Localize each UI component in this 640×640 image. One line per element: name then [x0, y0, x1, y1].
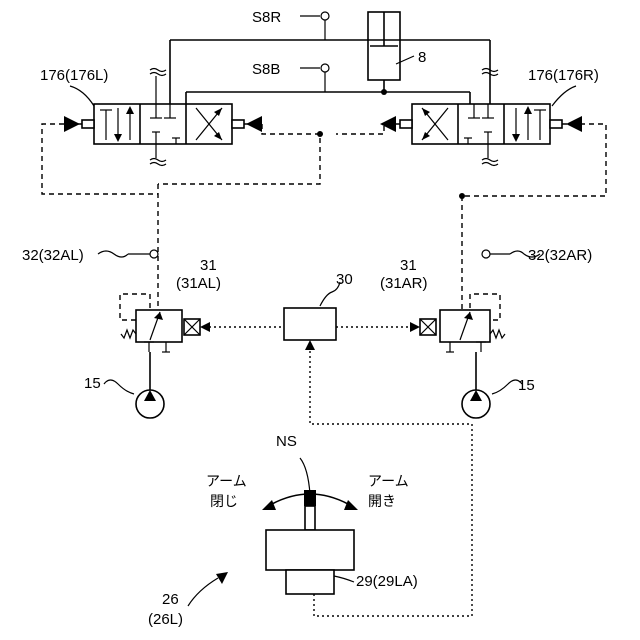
- label-device-26l: (26L): [148, 611, 183, 628]
- control-valve-31al: [120, 294, 200, 352]
- label-31al: (31AL): [176, 275, 221, 292]
- label-sensor-29: 29(29LA): [356, 573, 418, 590]
- pump-left: [104, 352, 164, 418]
- label-arm-close-1: アーム: [206, 474, 247, 490]
- label-pump-left: 15: [84, 375, 101, 392]
- label-valve-left: 176(176L): [40, 67, 108, 84]
- label-pump-right: 15: [518, 377, 535, 394]
- label-31-left: 31: [200, 257, 217, 274]
- control-valve-31ar: [420, 294, 505, 352]
- label-arm-open-1: アーム: [368, 474, 409, 490]
- signal-lines: [200, 322, 472, 616]
- label-arm-close-2: 閉じ: [210, 494, 238, 510]
- label-sensor-left: 32(32AL): [22, 247, 84, 264]
- pressure-sensor-32-left: [98, 250, 158, 258]
- leader-valve-right: [552, 86, 576, 106]
- label-device-26: 26: [162, 591, 179, 608]
- label-arm-open-2: 開き: [368, 494, 396, 510]
- label-s8b: S8B: [252, 61, 280, 78]
- label-sensor-right: 32(32AR): [528, 247, 592, 264]
- label-31-right: 31: [400, 257, 417, 274]
- pressure-sensor-s8r: [300, 12, 329, 40]
- label-ns: NS: [276, 433, 297, 450]
- label-controller-30: 30: [336, 271, 353, 288]
- hydraulic-cylinder-8: [368, 12, 414, 80]
- label-31ar: (31AR): [380, 275, 428, 292]
- pilot-lines-right: [336, 124, 606, 310]
- label-s8r: S8R: [252, 9, 281, 26]
- pump-right: [462, 352, 522, 418]
- label-cylinder-8: 8: [418, 49, 426, 66]
- pressure-sensor-s8b: [300, 64, 329, 92]
- top-hydraulic-lines: [170, 40, 490, 104]
- label-valve-right: 176(176R): [528, 67, 599, 84]
- leader-valve-left: [70, 86, 94, 106]
- controller-30: [284, 282, 340, 340]
